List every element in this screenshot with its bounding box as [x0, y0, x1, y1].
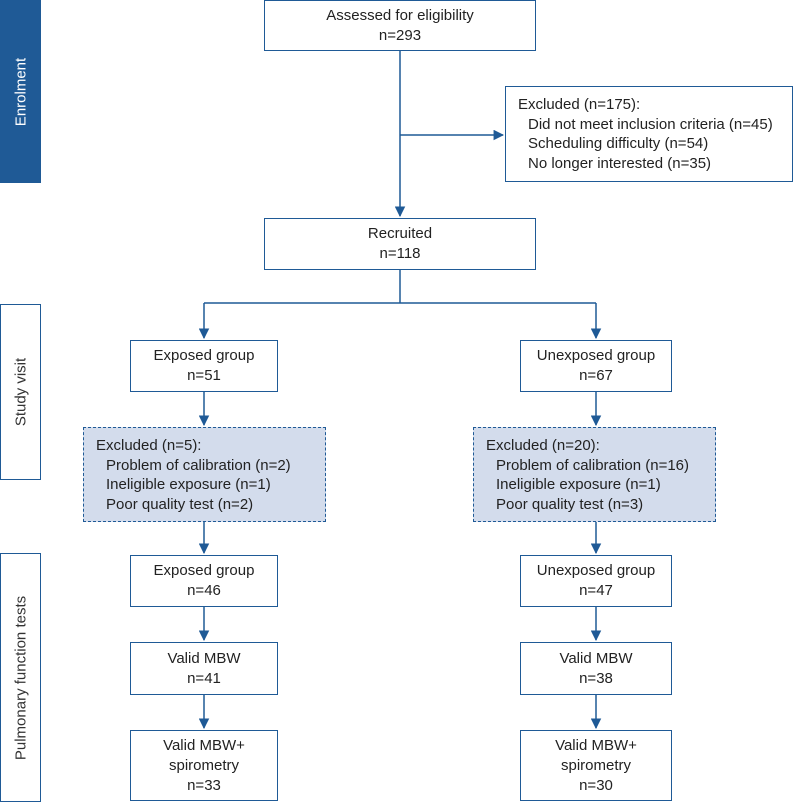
unexposed-excluded-item: Problem of calibration (n=16): [496, 456, 690, 474]
unexposed-mbw-spiro-count: n=30: [579, 776, 613, 794]
unexposed-mbw-spirometry-box: Valid MBW+ spirometry n=30: [520, 730, 672, 801]
exposed-excluded-item: Ineligible exposure (n=1): [106, 476, 271, 493]
unexposed-excluded-item: Ineligible exposure (n=1): [496, 476, 661, 493]
exposed-group-count: n=51: [187, 367, 221, 384]
excluded-enrolment-item: Did not meet inclusion criteria (n=45): [528, 115, 773, 133]
exposed-mbw-label: Valid MBW: [167, 649, 241, 667]
unexposed-group-label: Unexposed group: [536, 347, 656, 364]
stage-pulmonary-label: Pulmonary function tests: [12, 595, 29, 760]
unexposed-mbw-box: Valid MBW n=38: [520, 642, 672, 695]
unexposed-mbw-count: n=38: [579, 669, 613, 687]
excluded-enrolment-head: Excluded (n=175):: [518, 96, 641, 113]
unexposed-mbw-spiro-label1: Valid MBW+: [555, 736, 637, 754]
exposed-mbw-count: n=41: [187, 669, 221, 687]
stage-study-visit: Study visit: [0, 304, 41, 480]
stage-study-visit-label: Study visit: [12, 357, 29, 427]
exposed-mbw-spiro-label1: Valid MBW+: [163, 736, 245, 754]
unexposed-excluded-item: Poor quality test (n=3): [496, 495, 644, 513]
unexposed-group2-count: n=47: [579, 582, 613, 599]
exposed-mbw-spiro-count: n=33: [187, 776, 221, 794]
exposed-excluded-head: Excluded (n=5):: [96, 437, 202, 454]
exposed-mbw-spiro-label2: spirometry: [168, 756, 239, 774]
exposed-group2-box: Exposed group n=46: [130, 555, 278, 607]
excluded-enrolment-item: No longer interested (n=35): [528, 154, 712, 172]
assessed-count: n=293: [378, 26, 422, 44]
exposed-group-label: Exposed group: [153, 347, 255, 364]
exposed-excluded-item: Problem of calibration (n=2): [106, 456, 291, 474]
assessed-box: Assessed for eligibility n=293: [264, 0, 536, 51]
unexposed-group2-label: Unexposed group: [536, 562, 656, 579]
unexposed-excluded-box: Excluded (n=20): Problem of calibration …: [473, 427, 716, 522]
stage-enrolment-label: Enrolment: [12, 57, 29, 126]
assessed-label: Assessed for eligibility: [326, 6, 474, 24]
unexposed-group-count: n=67: [579, 367, 613, 384]
unexposed-excluded-head: Excluded (n=20):: [486, 437, 600, 454]
stage-pulmonary-function-tests: Pulmonary function tests: [0, 553, 41, 802]
exposed-excluded-box: Excluded (n=5): Problem of calibration (…: [83, 427, 326, 522]
exposed-group2-count: n=46: [187, 582, 221, 599]
exposed-excluded-item: Poor quality test (n=2): [106, 495, 254, 513]
exposed-group-box: Exposed group n=51: [130, 340, 278, 392]
unexposed-group2-box: Unexposed group n=47: [520, 555, 672, 607]
exposed-group2-label: Exposed group: [153, 562, 255, 579]
stage-enrolment: Enrolment: [0, 0, 41, 183]
recruited-label: Recruited: [367, 225, 433, 242]
exposed-mbw-spirometry-box: Valid MBW+ spirometry n=33: [130, 730, 278, 801]
unexposed-mbw-spiro-label2: spirometry: [560, 756, 631, 774]
excluded-enrolment-box: Excluded (n=175): Did not meet inclusion…: [505, 86, 793, 182]
exposed-mbw-box: Valid MBW n=41: [130, 642, 278, 695]
excluded-enrolment-item: Scheduling difficulty (n=54): [528, 135, 709, 152]
recruited-box: Recruited n=118: [264, 218, 536, 270]
unexposed-group-box: Unexposed group n=67: [520, 340, 672, 392]
unexposed-mbw-label: Valid MBW: [559, 649, 633, 667]
recruited-count: n=118: [379, 245, 421, 262]
